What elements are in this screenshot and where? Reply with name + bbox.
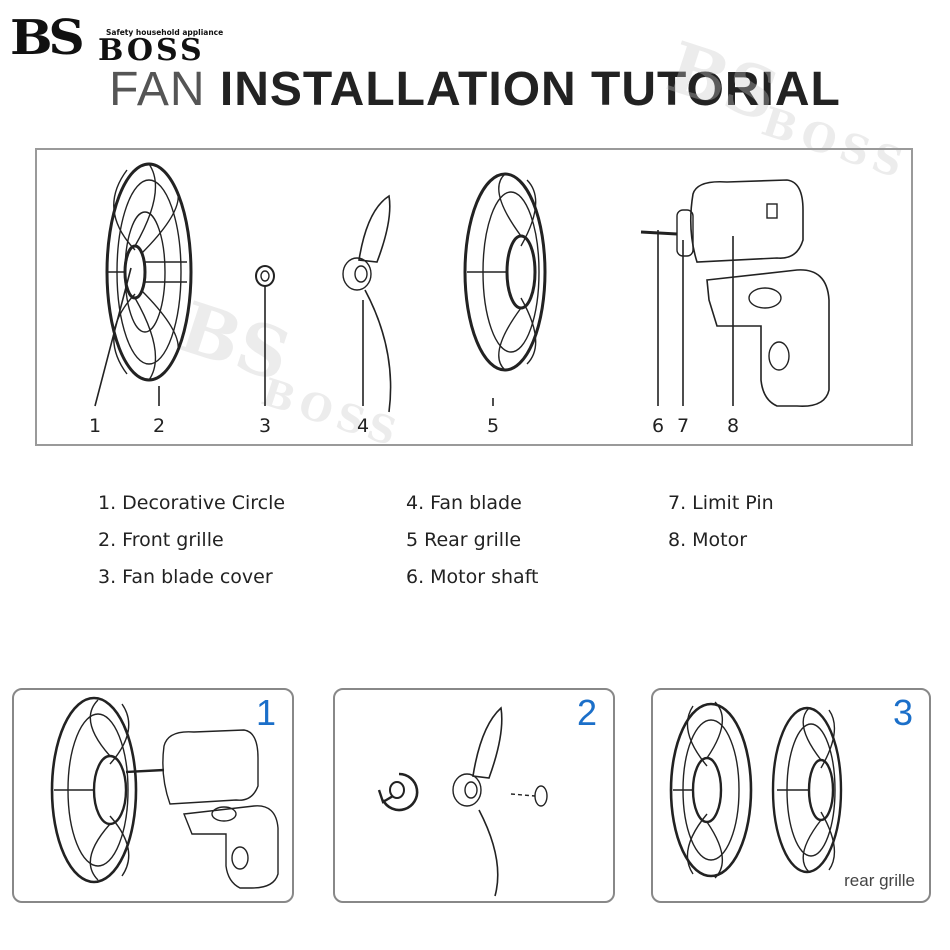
logo-mark: BS — [10, 14, 81, 62]
callout-2: 2 — [153, 415, 165, 437]
callout-6: 6 — [652, 415, 664, 437]
legend-item: 5 Rear grille — [406, 522, 539, 559]
motor-illustration — [641, 180, 829, 406]
legend-item: 1. Decorative Circle — [98, 485, 285, 522]
fan-blade-illustration — [343, 196, 391, 412]
step-3-panel: 3 rear grille — [651, 688, 931, 903]
step-2-number: 2 — [577, 692, 597, 734]
rear-grille-illustration — [465, 174, 545, 370]
title-part1: FAN — [109, 63, 205, 116]
brand-logo: BS Safety household appliance BOSS — [10, 14, 210, 69]
callout-5: 5 — [487, 415, 499, 437]
callout-4: 4 — [357, 415, 369, 437]
step-1-illustration — [14, 690, 294, 903]
callout-7: 7 — [677, 415, 689, 437]
front-grille-illustration — [107, 164, 191, 380]
exploded-diagram-panel: 1 2 3 4 5 6 7 8 — [35, 148, 913, 446]
legend-item: 7. Limit Pin — [668, 485, 774, 522]
page-title: FAN INSTALLATION TUTORIAL — [0, 62, 950, 117]
step-2-panel: 2 — [333, 688, 615, 903]
callout-8: 8 — [727, 415, 739, 437]
legend-item: 4. Fan blade — [406, 485, 539, 522]
blade-cover-illustration — [256, 266, 274, 286]
rear-grille-caption: rear grille — [844, 871, 915, 891]
exploded-diagram: 1 2 3 4 5 6 7 8 — [37, 150, 915, 448]
callout-3: 3 — [259, 415, 271, 437]
legend-item: 3. Fan blade cover — [98, 559, 285, 596]
step-1-panel: 1 — [12, 688, 294, 903]
legend-col2: 4. Fan blade 5 Rear grille 6. Motor shaf… — [406, 485, 539, 596]
callout-1: 1 — [89, 415, 101, 437]
step-1-number: 1 — [256, 692, 276, 734]
legend-col3: 7. Limit Pin 8. Motor — [668, 485, 774, 559]
legend-item: 6. Motor shaft — [406, 559, 539, 596]
legend-col1: 1. Decorative Circle 2. Front grille 3. … — [98, 485, 285, 596]
step-3-number: 3 — [893, 692, 913, 734]
step-2-illustration — [335, 690, 615, 903]
legend-item: 8. Motor — [668, 522, 774, 559]
title-part2: INSTALLATION TUTORIAL — [220, 63, 841, 116]
legend-item: 2. Front grille — [98, 522, 285, 559]
